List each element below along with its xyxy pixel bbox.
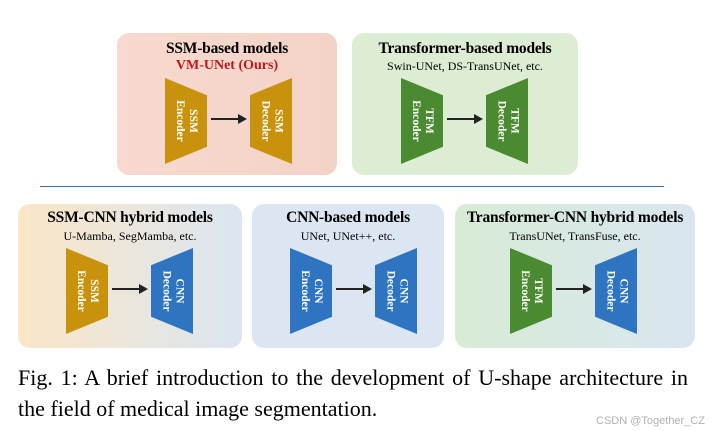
panel-transformer-cnn-hybrid: Transformer-CNN hybrid models TransUNet,…	[455, 204, 695, 348]
panel-subtitle: Swin-UNet, DS-TransUNet, etc.	[387, 59, 543, 73]
panel-subtitle: UNet, UNet++, etc.	[300, 229, 396, 243]
panel-title: Transformer-based models	[378, 40, 552, 57]
panel-subtitle: TransUNet, TransFuse, etc.	[509, 229, 641, 243]
panel-subtitle: U-Mamba, SegMamba, etc.	[63, 229, 197, 243]
arrow-icon	[556, 284, 592, 294]
panel-title: Transformer-CNN hybrid models	[466, 209, 684, 226]
panel-ssm-cnn-hybrid: SSM-CNN hybrid models U-Mamba, SegMamba,…	[18, 204, 242, 348]
panel-title: SSM-CNN hybrid models	[47, 209, 213, 226]
panel-transformer-based: Transformer-based models Swin-UNet, DS-T…	[352, 33, 578, 175]
watermark-text: CSDN @Together_CZ	[596, 415, 705, 427]
arrow-icon	[112, 284, 148, 294]
arrow-icon	[336, 284, 372, 294]
figure-caption: Fig. 1: A brief introduction to the deve…	[18, 365, 688, 421]
panel-title: SSM-based models	[165, 40, 289, 57]
arrow-icon	[211, 114, 247, 124]
section-divider	[40, 186, 664, 187]
arrow-icon	[447, 114, 483, 124]
panel-title: CNN-based models	[286, 209, 410, 226]
panel-subtitle: VM-UNet (Ours)	[175, 58, 279, 73]
